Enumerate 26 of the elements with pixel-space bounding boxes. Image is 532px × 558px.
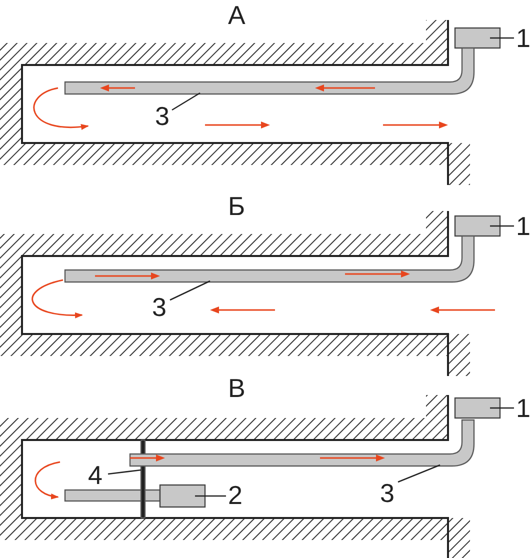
- leader-line: [490, 225, 514, 227]
- callout-number: 2: [228, 482, 242, 508]
- leader-line: [398, 464, 440, 483]
- panel-title: Б: [228, 193, 246, 219]
- fan-box: [454, 397, 501, 419]
- fan-box: [159, 484, 206, 508]
- callout-number: 1: [516, 25, 530, 51]
- callout-number: 3: [152, 294, 166, 320]
- callout-number: 1: [516, 395, 530, 421]
- panel-title: А: [228, 2, 246, 28]
- leader-line: [195, 495, 226, 497]
- duct: [64, 47, 475, 95]
- leader-line: [170, 280, 210, 301]
- fan-box: [454, 215, 501, 237]
- fan-box: [454, 27, 501, 49]
- duct: [129, 419, 475, 467]
- duct: [64, 235, 475, 283]
- leader-line: [490, 407, 514, 409]
- callout-number: 4: [88, 462, 102, 488]
- leader-line: [108, 469, 142, 475]
- callout-number: 1: [516, 213, 530, 239]
- callout-number: 3: [155, 103, 170, 129]
- leader-line: [172, 92, 200, 111]
- callout-number: 3: [380, 480, 394, 506]
- panel-title: В: [228, 375, 246, 401]
- leader-line: [490, 37, 514, 39]
